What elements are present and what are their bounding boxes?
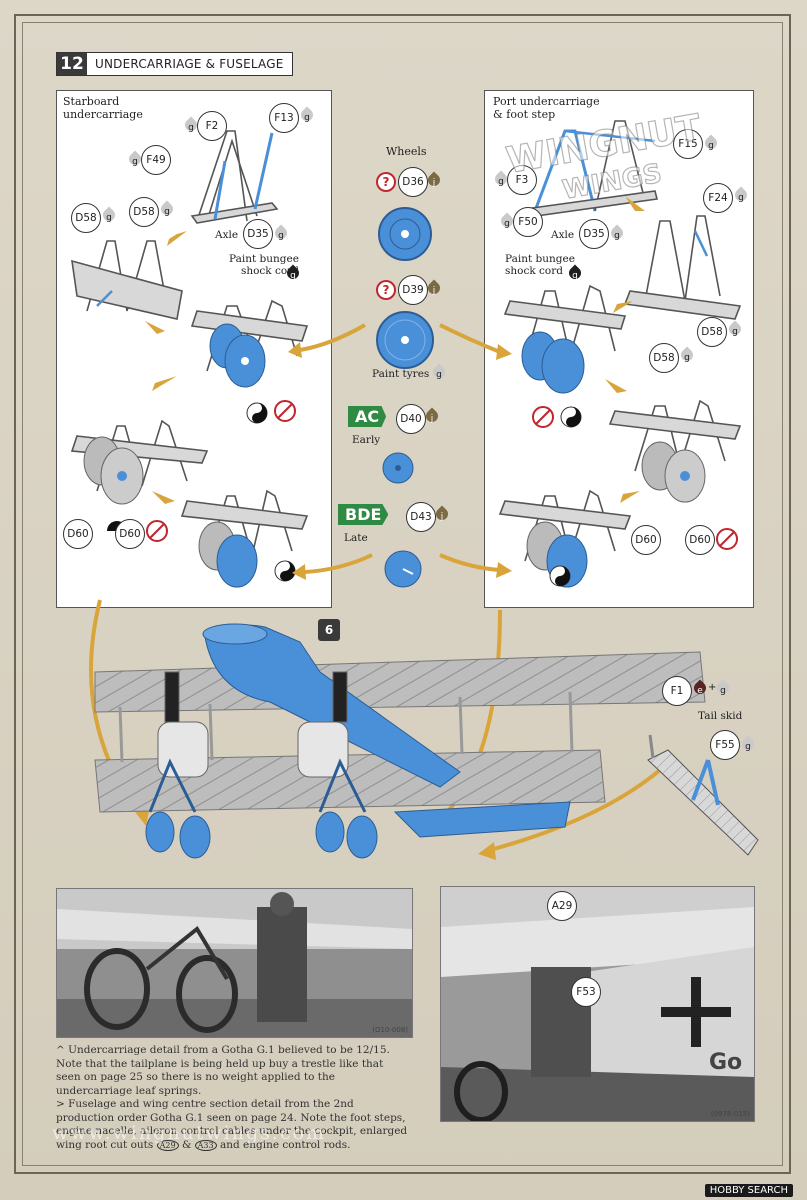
wingnut-wings-logo: WINGNUT WINGS — [503, 107, 705, 207]
callout-f53: F53 — [571, 977, 601, 1007]
callout-d60-b: D60 — [115, 519, 145, 549]
callout-d60-port-b: D60 — [685, 525, 715, 555]
callout-f13: F13 — [269, 103, 299, 133]
paint-g-icon: g — [729, 323, 741, 338]
photo-left-id: (O10-008) — [372, 1026, 408, 1034]
wheel-d36 — [378, 207, 432, 261]
photo-right-id: (0978-015) — [710, 1110, 750, 1118]
hobby-search-badge: HOBBY SEARCH — [704, 1184, 793, 1197]
callout-f3: F3 — [507, 165, 537, 195]
callout-f15: F15 — [673, 129, 703, 159]
callout-d58-b: D58 — [129, 197, 159, 227]
starboard-drawings — [70, 130, 309, 588]
step-header: 12 UNDERCARRIAGE & FUSELAGE — [56, 52, 293, 76]
photo-fuselage-image: Go — [441, 887, 754, 1121]
site-watermark: www.wingnutwings.com — [52, 1122, 327, 1144]
port-title: Port undercarriage& foot step — [493, 95, 600, 121]
callout-d39: D39 — [398, 275, 428, 305]
tail-skid-label: Tail skid — [698, 710, 743, 722]
photo-undercarriage: (O10-008) — [56, 888, 413, 1038]
paint-g-icon: g — [501, 215, 513, 230]
paint-q-icon: q — [287, 267, 299, 282]
paint-g-icon: g — [161, 203, 173, 218]
version-early-badge: AC — [348, 406, 387, 427]
wheel-d39 — [376, 311, 434, 369]
paint-j-icon: j — [426, 410, 438, 425]
paint-g-icon: g — [103, 209, 115, 224]
svg-text:Go: Go — [709, 1050, 742, 1075]
plus-sign: + — [708, 682, 717, 693]
paint-j-icon: j — [428, 174, 440, 189]
callout-f1: F1 — [662, 676, 692, 706]
photo-fuselage: Go A29 F53 (0978-015) — [440, 886, 755, 1122]
paint-g-icon: g — [185, 119, 197, 134]
paint-j-icon: j — [436, 508, 448, 523]
wheels-title: Wheels — [386, 145, 427, 158]
port-panel: Port undercarriage& foot step — [484, 90, 754, 608]
paint-g-icon: g — [705, 137, 717, 152]
paint-g-icon: g — [129, 153, 141, 168]
unknown-paint-icon: ? — [376, 280, 396, 300]
tail-skid-drawing — [647, 734, 759, 856]
step-number: 12 — [57, 53, 87, 75]
callout-d60-a: D60 — [63, 519, 93, 549]
caption-right: > Fuselage and wing centre section detai… — [56, 1098, 408, 1151]
port-axle-label: Axle — [551, 229, 575, 241]
callout-f2: F2 — [197, 111, 227, 141]
early-label: Early — [352, 434, 381, 446]
aircraft-illustration — [94, 623, 706, 859]
port-drawings — [498, 120, 742, 588]
page-border — [14, 14, 791, 1174]
photo-undercarriage-image — [57, 889, 412, 1037]
wheel-hub-d43 — [384, 550, 422, 588]
paint-tyres-label: Paint tyres — [372, 368, 430, 380]
paint-e-icon: e — [694, 682, 706, 697]
step-reference-badge: 6 — [318, 619, 340, 641]
callout-d58-port-a: D58 — [697, 317, 727, 347]
callout-f24: F24 — [703, 183, 733, 213]
paint-q-icon: q — [569, 267, 581, 282]
paint-g-icon: g — [433, 366, 445, 381]
callout-d35: D35 — [243, 219, 273, 249]
callout-d40: D40 — [396, 404, 426, 434]
ref-a29: A29 — [156, 1139, 179, 1151]
callout-d60-port-a: D60 — [631, 525, 661, 555]
ref-a33: A33 — [194, 1139, 217, 1151]
paint-g-icon: g — [611, 227, 623, 242]
wheel-hub-d40 — [382, 452, 414, 484]
late-label: Late — [344, 532, 368, 544]
step-title: UNDERCARRIAGE & FUSELAGE — [95, 57, 284, 71]
callout-d58-a: D58 — [71, 203, 101, 233]
paint-g-icon: g — [275, 227, 287, 242]
callout-d36: D36 — [398, 167, 428, 197]
paint-g-icon: g — [301, 109, 313, 124]
callout-d43: D43 — [406, 502, 436, 532]
callout-a29: A29 — [547, 891, 577, 921]
caption-left: ^ Undercarriage detail from a Gotha G.1 … — [56, 1044, 390, 1097]
paint-g-icon: g — [495, 173, 507, 188]
starboard-axle-label: Axle — [215, 229, 239, 241]
callout-f55: F55 — [710, 730, 740, 760]
unknown-paint-icon: ? — [376, 172, 396, 192]
callout-f49: F49 — [141, 145, 171, 175]
paint-g-icon: g — [735, 189, 747, 204]
paint-g-icon: g — [681, 349, 693, 364]
callout-d35-port: D35 — [579, 219, 609, 249]
page-border-inner — [22, 22, 783, 1166]
version-late-badge: BDE — [338, 504, 389, 525]
callout-f50: F50 — [513, 207, 543, 237]
callout-d58-port-b: D58 — [649, 343, 679, 373]
paint-j-icon: j — [428, 282, 440, 297]
paint-g-icon: g — [742, 738, 754, 753]
paint-g-icon: g — [717, 682, 729, 697]
